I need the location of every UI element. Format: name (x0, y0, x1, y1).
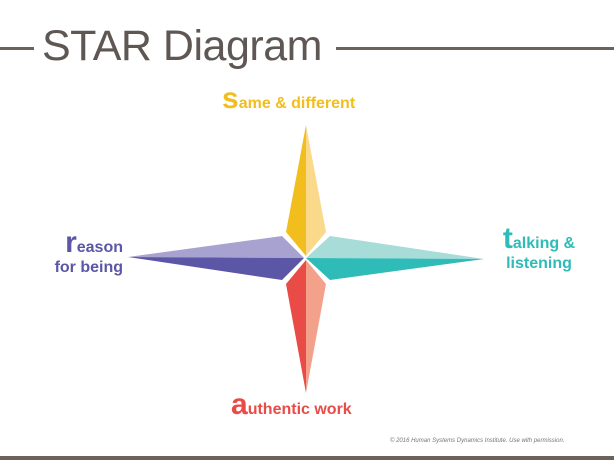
star-right-bottom-facet (306, 258, 484, 280)
star-left-top-facet (128, 236, 304, 258)
label-same-and-different: same & different (222, 84, 356, 114)
star-bottom-right-facet (306, 260, 326, 393)
star-bottom-left-facet (286, 260, 306, 393)
copyright-notice: © 2016 Human Systems Dynamics Institute.… (390, 438, 565, 444)
star-left-bottom-facet (128, 257, 304, 280)
page-title: STAR Diagram (42, 22, 322, 70)
label-text: ame & different (238, 95, 356, 112)
label-text: uthentic work (247, 401, 352, 418)
star-top-right-facet (306, 125, 326, 256)
label-talking-and-listening: talking & listening (491, 224, 587, 274)
title-rule-left (0, 47, 34, 50)
star-right-top-facet (306, 236, 484, 259)
label-initial: r (65, 226, 77, 259)
label-text: alking & (512, 235, 576, 252)
label-authentic-work: authentic work (231, 390, 352, 420)
label-initial: t (502, 222, 513, 255)
label-initial: a (231, 388, 248, 421)
title-rule-right (336, 47, 614, 50)
footer-rule (0, 456, 614, 460)
label-reason-for-being: reason for being (36, 228, 123, 278)
label-text-line2: listening (506, 255, 572, 272)
star-top-left-facet (286, 125, 306, 256)
label-text: eason (76, 239, 123, 256)
label-text-line2: for being (54, 259, 123, 276)
label-initial: s (222, 82, 239, 115)
